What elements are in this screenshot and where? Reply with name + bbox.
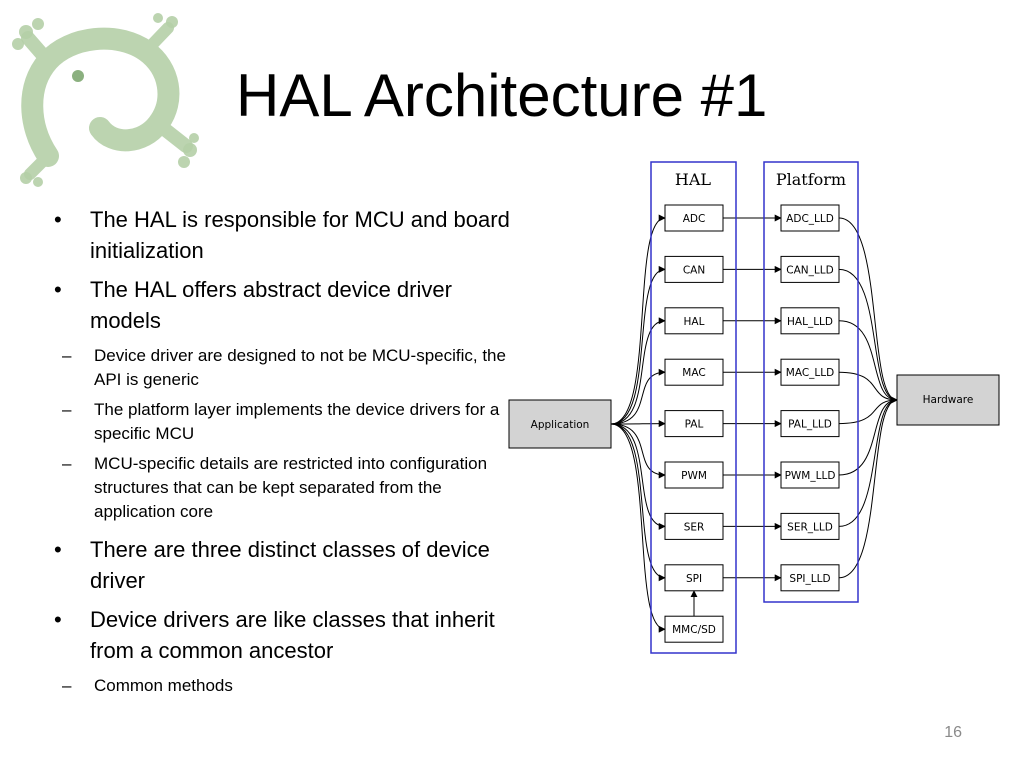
hal-node-spi: [664, 564, 724, 592]
edge-application-to-mac: [610, 368, 666, 425]
sub-bullet-group: Common methods: [48, 674, 518, 698]
platform-node-mac-lld: [780, 358, 840, 386]
platform-nodes: ADC_LLD CAN_LLD HAL_LLD MAC_LLD PAL_LLD PWM_L…: [780, 204, 840, 592]
hardware-node: [896, 374, 1000, 426]
bullet-item: The HAL offers abstract device driver mo…: [48, 274, 518, 336]
hal-node-hal: [664, 307, 724, 335]
hal-node-label: PAL: [685, 419, 704, 431]
sub-bullet-item: Common methods: [6, 674, 518, 698]
hal-node-mac: [664, 358, 724, 386]
platform-node-pwm-lld: [780, 461, 840, 489]
hal-node-label: MMC/SD: [672, 624, 716, 636]
platform-node-label: SER_LLD: [787, 521, 833, 533]
bullet-list: The HAL is responsible for MCU and board…: [48, 204, 518, 708]
edge-pal-lld-to-hardware: [838, 396, 898, 425]
sub-bullet-text: Device driver are designed to not be MCU…: [94, 346, 506, 389]
platform-node-label: CAN_LLD: [786, 264, 833, 276]
platform-node-label: PWM_LLD: [785, 470, 836, 482]
edge-application-to-adc: [610, 214, 666, 425]
platform-cluster-label: Platform: [776, 170, 846, 189]
hal-cluster: [650, 161, 737, 654]
edge-application-to-spi: [610, 423, 666, 582]
edge-application-to-ser: [610, 423, 666, 530]
hardware-label: Hardware: [923, 394, 974, 406]
platform-node-label: PAL_LLD: [788, 419, 832, 431]
page-number: 16: [944, 724, 962, 741]
hal-node-label: ADC: [683, 213, 706, 225]
platform-node-label: MAC_LLD: [786, 367, 834, 379]
platform-node-label: ADC_LLD: [786, 213, 834, 225]
diagram-edges: [610, 214, 898, 633]
hal-node-ser: [664, 512, 724, 540]
hal-node-label: SER: [684, 521, 705, 533]
hal-architecture-diagram: HAL Platform ADC CAN HAL MAC PAL PWM SER SPI MMC…: [508, 161, 1000, 654]
platform-node-label: HAL_LLD: [787, 316, 833, 328]
sub-bullet-item: Device driver are designed to not be MCU…: [6, 344, 518, 392]
platform-node-can-lld: [780, 255, 840, 283]
edge-application-to-can: [610, 265, 666, 425]
hal-node-pwm: [664, 461, 724, 489]
platform-node-hal-lld: [780, 307, 840, 335]
bullet-item: Device drivers are like classes that inh…: [48, 604, 518, 666]
sub-bullet-text: Common methods: [94, 676, 233, 695]
bullet-item: The HAL is responsible for MCU and board…: [48, 204, 518, 266]
hal-node-label: MAC: [682, 367, 705, 379]
platform-node-spi-lld: [780, 564, 840, 592]
hal-node-mmc-sd: [664, 615, 724, 643]
sub-bullet-text: MCU-specific details are restricted into…: [94, 454, 488, 521]
application-node: [508, 399, 612, 449]
sub-bullet-list: Device driver are designed to not be MCU…: [48, 344, 518, 524]
gecko-logo-icon: [12, 13, 199, 187]
hal-node-can: [664, 255, 724, 283]
edge-spi-lld-to-hardware: [838, 396, 898, 579]
edge-application-to-mmc-sd: [610, 423, 666, 633]
bullet-item: There are three distinct classes of devi…: [48, 534, 518, 596]
edge-can-lld-to-hardware: [838, 268, 898, 404]
hal-nodes: ADC CAN HAL MAC PAL PWM SER SPI MMC/SD: [664, 204, 724, 643]
hal-cluster-label: HAL: [675, 170, 712, 189]
platform-node-adc-lld: [780, 204, 840, 232]
edge-ser-lld-to-hardware: [838, 396, 898, 527]
application-label: Application: [531, 419, 590, 431]
edge-hal-lld-to-hardware: [838, 320, 898, 404]
hal-node-label: SPI: [686, 573, 702, 585]
edge-application-to-pwm: [610, 423, 666, 479]
hal-node-adc: [664, 204, 724, 232]
slide-title: HAL Architecture #1: [236, 62, 768, 129]
bullet-text: The HAL offers abstract device driver mo…: [90, 277, 452, 333]
hal-node-label: CAN: [683, 264, 705, 276]
sub-bullet-list: Common methods: [48, 674, 518, 698]
platform-node-pal-lld: [780, 410, 840, 438]
sub-bullet-text: The platform layer implements the device…: [94, 400, 500, 443]
platform-node-ser-lld: [780, 512, 840, 540]
hal-node-pal: [664, 410, 724, 438]
edge-mac-lld-to-hardware: [838, 371, 898, 404]
edge-pwm-lld-to-hardware: [838, 396, 898, 476]
sub-bullet-item: MCU-specific details are restricted into…: [6, 452, 518, 524]
edge-application-to-hal: [610, 317, 666, 425]
sub-bullet-group: Device driver are designed to not be MCU…: [48, 344, 518, 524]
hal-node-label: PWM: [681, 470, 707, 482]
platform-node-label: SPI_LLD: [789, 573, 830, 585]
edge-adc-lld-to-hardware: [838, 217, 898, 404]
platform-cluster: [763, 161, 859, 603]
sub-bullet-item: The platform layer implements the device…: [6, 398, 518, 446]
hal-node-label: HAL: [684, 316, 705, 328]
